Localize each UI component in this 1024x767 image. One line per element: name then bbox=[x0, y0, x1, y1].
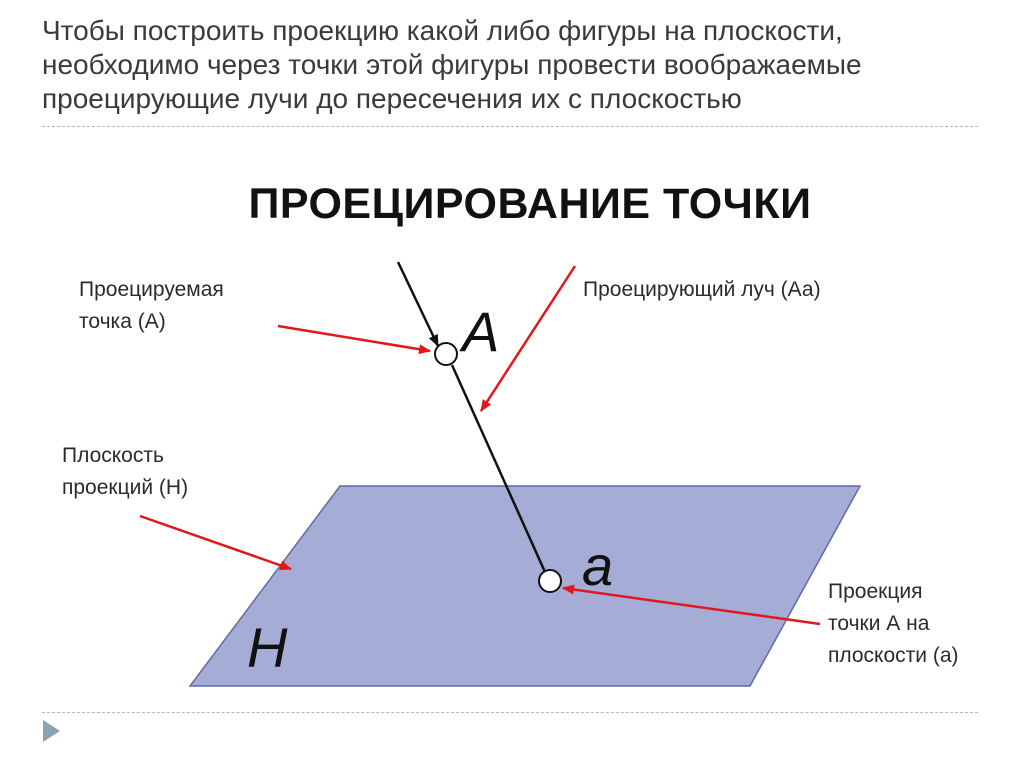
label-point-projection-line-3: плоскости (а) bbox=[828, 644, 959, 667]
label-projection-plane-line-1: Плоскость bbox=[62, 444, 164, 467]
label-projected-point-line-1: Проецируемая bbox=[79, 278, 224, 301]
label-projection-plane: Плоскость проекций (H) bbox=[62, 440, 188, 504]
label-point-projection-line-1: Проекция bbox=[828, 580, 923, 603]
projecting-ray bbox=[450, 364, 547, 573]
arrow-to-point-a bbox=[562, 584, 821, 626]
intro-line-1: Чтобы построить проекцию какой либо фигу… bbox=[42, 15, 843, 46]
label-projected-point: Проецируемая точка (А) bbox=[79, 274, 224, 338]
arrow-to-plane bbox=[139, 514, 292, 571]
arrow-to-ray bbox=[479, 265, 577, 412]
projection-plane bbox=[188, 485, 862, 687]
point-A-marker bbox=[434, 342, 458, 366]
bottom-divider bbox=[42, 712, 978, 713]
triangle-right-icon[interactable] bbox=[43, 720, 60, 742]
point-A-letter: A bbox=[462, 300, 500, 363]
label-point-projection-line-2: точки А на bbox=[828, 612, 930, 635]
intro-text: Чтобы построить проекцию какой либо фигу… bbox=[42, 14, 1002, 116]
plane-H-letter: H bbox=[247, 616, 288, 679]
label-projection-plane-line-2: проекций (H) bbox=[62, 476, 189, 499]
label-projecting-ray: Проецирующий луч (Аа) bbox=[583, 278, 821, 301]
intro-line-3: проецирующие лучи до пересечения их с пл… bbox=[42, 83, 742, 114]
top-divider bbox=[42, 126, 978, 127]
label-projected-point-line-2: точка (А) bbox=[79, 310, 166, 333]
intro-line-2: необходимо через точки этой фигуры прове… bbox=[42, 49, 862, 80]
point-a-letter: a bbox=[582, 534, 614, 597]
arrow-to-point-A bbox=[277, 324, 431, 355]
point-a-marker bbox=[538, 569, 562, 593]
slide-title: ПРОЕЦИРОВАНИЕ ТОЧКИ bbox=[248, 180, 812, 228]
label-point-projection: Проекция точки А на плоскости (а) bbox=[828, 576, 959, 672]
incoming-ray bbox=[396, 261, 440, 347]
